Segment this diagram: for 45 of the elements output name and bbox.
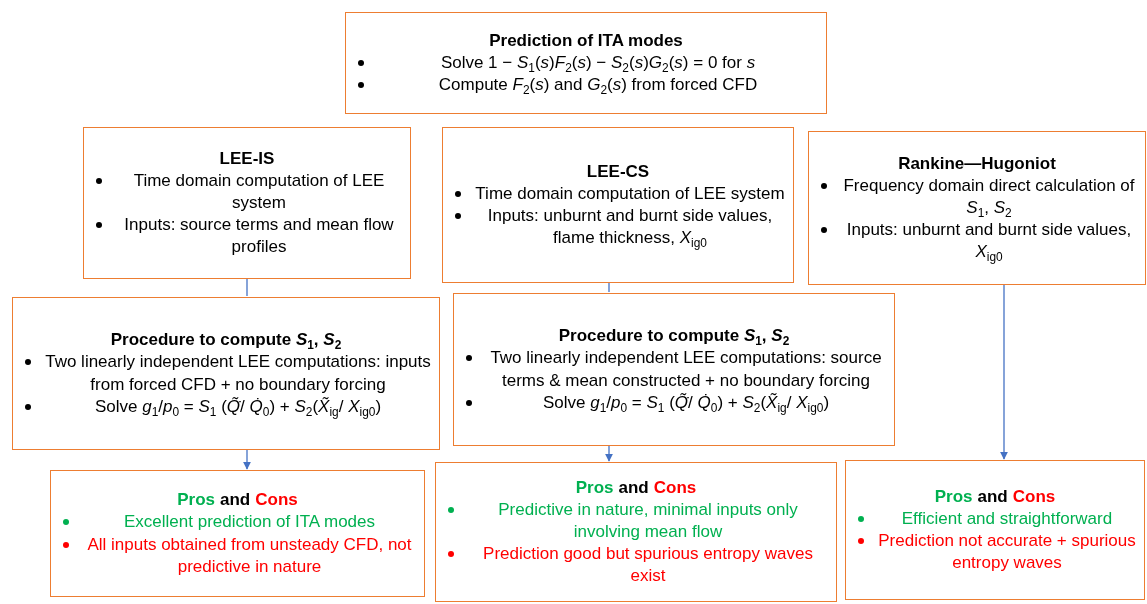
pros-heading: Pros: [575, 476, 614, 499]
box-heading: Prediction of ITA modes: [489, 29, 683, 52]
pro-item: Excellent prediction of ITA modes: [122, 511, 376, 534]
text-box: [435, 462, 837, 602]
box-heading: Procedure to compute S$_{1}$, S$_{2}$: [558, 325, 790, 348]
pros-heading: Pros: [934, 485, 973, 508]
bullet-item: Solve 1 − S$_{1}$(s)F$_{2}$(s) − S$_{2}$(s)G$_{2}$(s) = 0 for s: [439, 51, 757, 75]
text-box: [845, 460, 1145, 600]
bullet-item: Time domain computation of LEE system: [132, 169, 386, 214]
arrow: [605, 445, 613, 462]
bullet-item: Compute F$_{2}$(s) and G$_{2}$(s) from forced CFD: [437, 74, 759, 97]
con-item: All inputs obtained from unsteady CFD, not predictive in nature: [86, 533, 413, 578]
text-box: [83, 127, 411, 279]
pro-item: Efficient and straightforward: [900, 507, 1114, 530]
connector-line: [246, 278, 248, 297]
heading-text: and: [220, 489, 251, 512]
bullet-item: Inputs: unburnt and burnt side values, X$_{ig0}$: [845, 219, 1133, 264]
bullet-item: Time domain computation of LEE system: [475, 182, 785, 205]
text-box: [453, 293, 895, 446]
cons-heading: Cons: [653, 476, 697, 499]
arrow: [1000, 284, 1008, 460]
cons-heading: Cons: [255, 489, 298, 512]
bullet-item: Solve g$_{1}$/p$_{0}$ = S$_{1}$ (Q̃̇/ Q̇$_{0}$) + S$_{2}$(X̃$_{ig}$/ X$_{ig0}$): [93, 395, 383, 418]
con-item: Prediction good but spurious entropy waves exist: [482, 543, 814, 588]
heading-text: and: [977, 485, 1008, 508]
con-item: Prediction not accurate + spurious entropy waves: [878, 530, 1136, 575]
box-heading: LEE-CS: [586, 160, 650, 183]
text-box: [808, 131, 1146, 285]
bullet-item: Frequency domain direct calculation of S$_{1}$, S$_{2}$: [842, 174, 1136, 220]
pro-item: Predictive in nature, minimal inputs only involving mean flow: [497, 498, 799, 543]
cons-heading: Cons: [1012, 485, 1056, 508]
box-heading: LEE-IS: [219, 147, 275, 170]
bullet-item: Inputs: unburnt and burnt side values, flame thickness, X$_{ig0}$: [486, 205, 774, 250]
box-heading: Rankine—Hugoniot: [898, 152, 1056, 175]
text-box: [12, 297, 440, 450]
arrow: [243, 449, 251, 470]
bullet-item: Inputs: source terms and mean flow profiles: [123, 214, 395, 259]
box-heading: Procedure to compute S$_{1}$, S$_{2}$: [110, 329, 342, 352]
bullet-item: Solve g$_{1}$/p$_{0}$ = S$_{1}$ (Q̃̇/ Q̇$_{0}$) + S$_{2}$(X̃$_{ig}$/ X$_{ig0}$): [541, 391, 831, 414]
connector-line: [608, 282, 610, 293]
text-box: [345, 12, 827, 114]
text-box: [50, 470, 425, 597]
heading-text: and: [618, 476, 649, 499]
text-box: [442, 127, 794, 283]
pros-heading: Pros: [177, 489, 216, 512]
